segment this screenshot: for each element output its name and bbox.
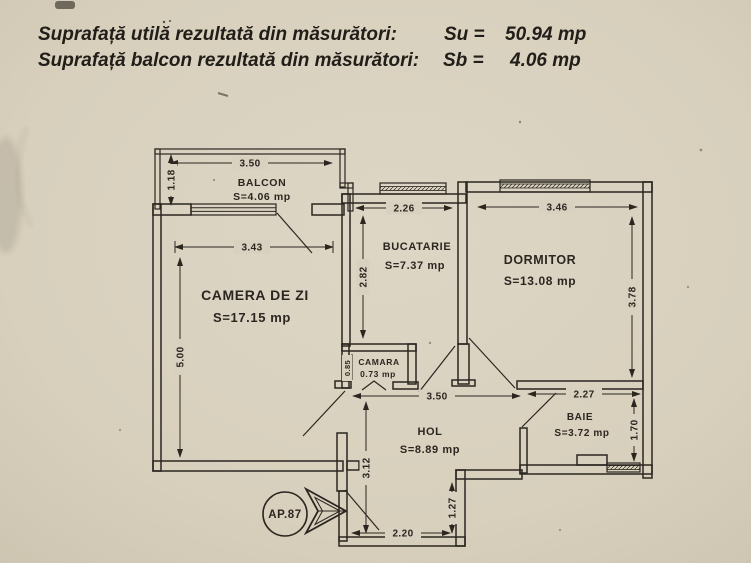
svg-text:S=8.89 mp: S=8.89 mp — [400, 444, 460, 456]
dim-hol-height: 3.12 — [359, 451, 373, 485]
header-line1-value: 50.94 mp — [505, 24, 586, 45]
bedroom-door-swing — [468, 337, 516, 389]
header-line1-label: Suprafață utilă rezultată din măsurători… — [38, 24, 397, 45]
room-label-camera-de-zi: CAMERA DE ZI S=17.15 mp — [201, 287, 309, 325]
dim-dormitor-height: 3.78 — [625, 279, 639, 315]
header: Suprafață utilă rezultată din măsurători… — [38, 24, 586, 71]
svg-text:2.26: 2.26 — [393, 204, 414, 215]
dim-dormitor-width: 3.46 — [539, 200, 575, 214]
svg-text:AP.87: AP.87 — [268, 509, 301, 521]
scan-artifacts — [0, 1, 703, 532]
header-line2-label: Suprafață balcon rezultată din măsurător… — [38, 50, 419, 71]
walls-layer — [152, 148, 653, 547]
dim-bucatarie-height: 2.82 — [356, 259, 370, 295]
dim-camara-depth: 0.85 — [342, 355, 352, 381]
entry-door-swing — [344, 489, 380, 531]
dim-baie-width: 2.27 — [566, 387, 602, 401]
living-room-window-icon — [190, 203, 277, 216]
svg-text:3.78: 3.78 — [628, 286, 639, 307]
bedroom-window-icon — [499, 179, 591, 193]
windows-layer — [190, 179, 641, 473]
room-label-dormitor: DORMITOR S=13.08 mp — [504, 253, 577, 288]
kitchen-door-swing — [418, 345, 456, 393]
dim-camera-height: 5.00 — [173, 339, 187, 375]
svg-text:2.20: 2.20 — [392, 529, 413, 540]
svg-text:S=3.72 mp: S=3.72 mp — [554, 428, 609, 439]
svg-text:0.73 mp: 0.73 mp — [360, 369, 396, 379]
svg-text:S=4.06 mp: S=4.06 mp — [233, 191, 291, 203]
svg-text:CAMERA DE ZI: CAMERA DE ZI — [201, 287, 309, 303]
dimensions-layer: 3.50 1.18 3.43 5.00 2.26 — [164, 154, 641, 540]
room-label-balcon: BALCON S=4.06 mp — [233, 177, 291, 203]
svg-text:2.27: 2.27 — [573, 390, 594, 401]
svg-text:HOL: HOL — [417, 426, 442, 438]
svg-text:1.18: 1.18 — [167, 169, 178, 190]
svg-text:2.82: 2.82 — [359, 266, 370, 287]
dim-baie-height: 1.70 — [627, 414, 641, 446]
room-labels-layer: BALCON S=4.06 mp CAMERA DE ZI S=17.15 mp… — [201, 177, 609, 456]
dim-entry-height: 1.27 — [445, 492, 459, 524]
svg-text:3.50: 3.50 — [426, 392, 447, 403]
bathroom-window-icon — [606, 462, 641, 473]
dim-bucatarie-width: 2.26 — [386, 201, 422, 215]
apartment-badge: AP.87 — [262, 491, 308, 537]
door-swings-layer — [276, 212, 557, 531]
room-label-camara: CAMARA 0.73 mp — [358, 357, 399, 379]
dim-hol-width: 3.50 — [419, 389, 455, 403]
svg-text:BUCATARIE: BUCATARIE — [383, 241, 452, 253]
north-arrow-icon — [303, 486, 348, 536]
room-label-baie: BAIE S=3.72 mp — [554, 412, 609, 439]
room-label-bucatarie: BUCATARIE S=7.37 mp — [383, 241, 452, 272]
svg-text:BALCON: BALCON — [238, 177, 287, 189]
svg-text:5.00: 5.00 — [176, 346, 187, 367]
header-line2-value: 4.06 mp — [509, 50, 581, 71]
room-label-hol: HOL S=8.89 mp — [400, 426, 460, 456]
dim-balcon-width: 3.50 — [232, 156, 268, 170]
svg-text:1.70: 1.70 — [630, 419, 641, 440]
svg-text:3.43: 3.43 — [241, 243, 262, 254]
svg-text:0.85: 0.85 — [343, 360, 352, 376]
pantry-door-symbol — [361, 380, 387, 391]
dim-camera-width: 3.43 — [234, 240, 270, 254]
header-line2-symbol: Sb = — [443, 50, 484, 71]
svg-text:BAIE: BAIE — [567, 412, 593, 423]
svg-text:S=7.37 mp: S=7.37 mp — [385, 260, 445, 272]
living-room-door-swing — [302, 390, 346, 437]
header-line1-symbol: Su = — [444, 24, 485, 45]
svg-text:3.46: 3.46 — [546, 203, 567, 214]
kitchen-window-icon — [379, 182, 447, 195]
svg-text:S=13.08 mp: S=13.08 mp — [504, 274, 576, 288]
dim-entry-width: 2.20 — [385, 526, 421, 540]
svg-text:3.50: 3.50 — [239, 159, 260, 170]
svg-text:S=17.15 mp: S=17.15 mp — [213, 310, 291, 325]
dim-balcon-depth: 1.18 — [164, 164, 178, 196]
svg-text:1.27: 1.27 — [448, 497, 459, 518]
svg-text:CAMARA: CAMARA — [358, 357, 399, 367]
bathroom-door-swing — [521, 392, 557, 428]
svg-text:3.12: 3.12 — [362, 457, 373, 478]
svg-text:DORMITOR: DORMITOR — [504, 253, 577, 267]
